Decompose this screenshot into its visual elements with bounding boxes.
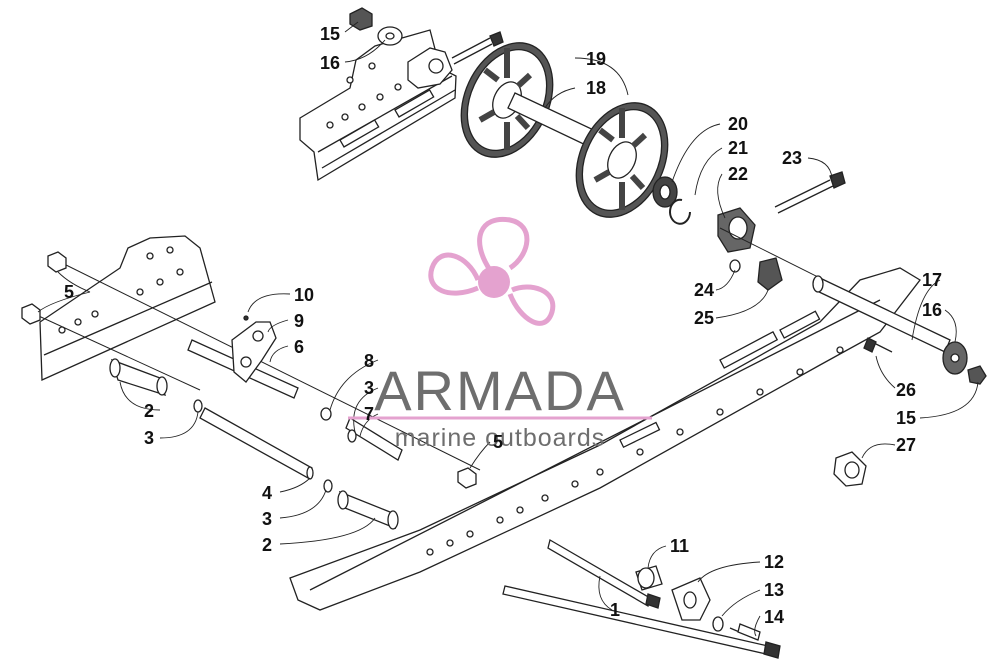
callout-label: 4	[262, 483, 272, 503]
callout-label: 8	[364, 351, 374, 371]
arm-bracket	[231, 315, 277, 383]
callout-label: 2	[144, 401, 154, 421]
brand-name: ARMADA	[374, 359, 626, 422]
left-rail	[39, 235, 216, 381]
lower-bolts	[502, 539, 781, 659]
callout-label: 6	[294, 337, 304, 357]
callout-label: 22	[728, 164, 748, 184]
callout-label: 15	[320, 24, 340, 44]
callout-labels: 15 16 19 18 20 21 22 23 17 16 24 25 26 1…	[64, 24, 942, 627]
callout-label: 26	[896, 380, 916, 400]
callout-label: 20	[728, 114, 748, 134]
callout-label: 16	[320, 53, 340, 73]
callout-label: 17	[922, 270, 942, 290]
callout-label: 18	[586, 78, 606, 98]
callout-label: 3	[144, 428, 154, 448]
callout-label: 15	[896, 408, 916, 428]
callout-label: 7	[364, 404, 374, 424]
leader-lines	[37, 21, 979, 637]
spacer-11	[635, 565, 663, 591]
brand-tagline: marine outboards	[395, 424, 606, 452]
callout-label: 13	[764, 580, 784, 600]
callout-label: 5	[493, 432, 503, 452]
callout-label: 27	[896, 435, 916, 455]
callout-label: 25	[694, 308, 714, 328]
callout-label: 24	[694, 280, 714, 300]
callout-label: 14	[764, 607, 784, 627]
small-rings	[193, 399, 357, 493]
upper-nut-and-washer	[349, 7, 403, 46]
callout-label: 19	[586, 49, 606, 69]
long-bolt-23	[774, 171, 846, 214]
callout-label: 1	[610, 600, 620, 620]
callout-label: 23	[782, 148, 802, 168]
upper-mount-bracket	[407, 31, 504, 89]
callout-label: 9	[294, 311, 304, 331]
callout-label: 5	[64, 282, 74, 302]
propeller-icon	[428, 216, 556, 326]
rear-block-hardware	[671, 577, 761, 641]
callout-label: 10	[294, 285, 314, 305]
armada-logo: ARMADA marine outboards	[348, 216, 652, 452]
callout-label: 3	[262, 509, 272, 529]
propeller-hub-icon	[478, 266, 510, 298]
bearing-and-snap-ring	[652, 176, 691, 225]
callout-label: 2	[262, 535, 272, 555]
callout-label: 21	[728, 138, 748, 158]
cross-shafts	[187, 339, 403, 480]
callout-label: 16	[922, 300, 942, 320]
right-rail	[289, 267, 921, 611]
callout-label: 3	[364, 378, 374, 398]
callout-label: 12	[764, 552, 784, 572]
idler-wheel-right	[575, 102, 669, 218]
right-hardware	[729, 257, 987, 487]
left-nuts	[21, 251, 67, 325]
callout-label: 11	[670, 536, 689, 556]
center-nut	[457, 467, 477, 489]
spacer-tubes	[109, 358, 399, 530]
